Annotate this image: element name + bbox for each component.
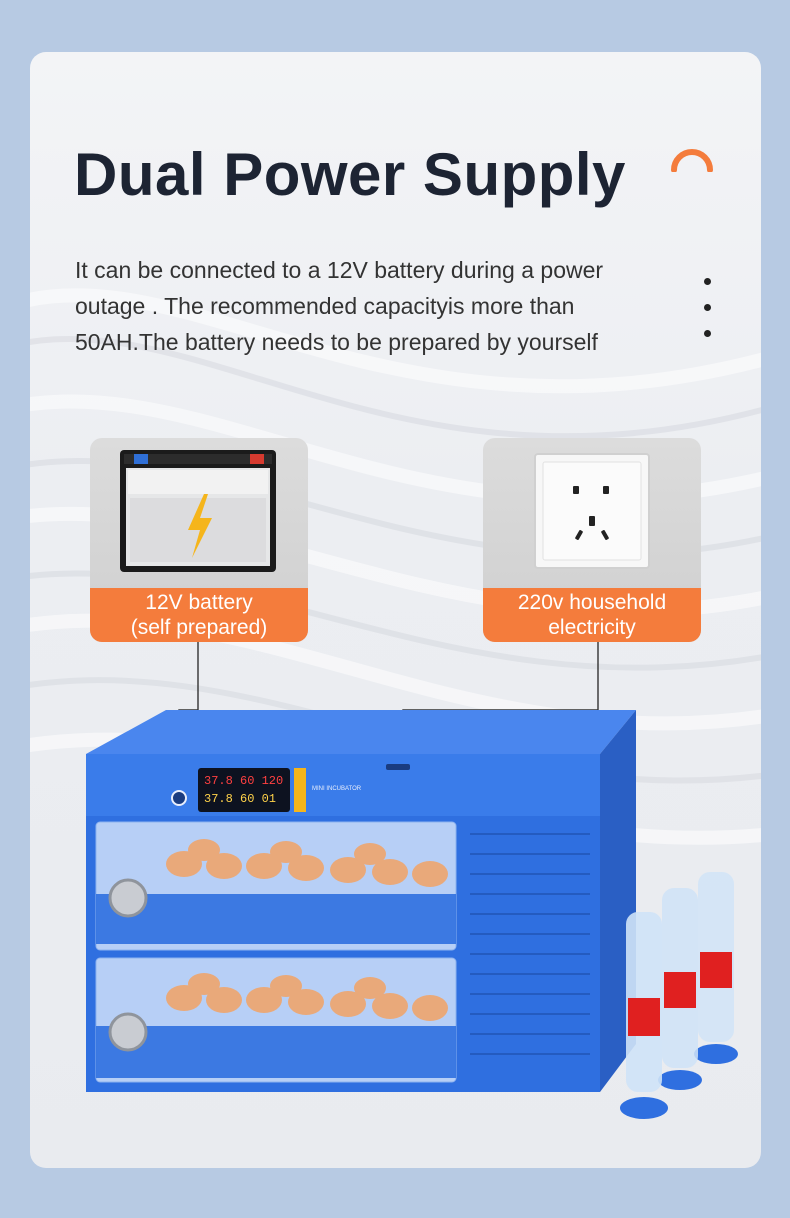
- promo-card: Dual Power Supply It can be connected to…: [30, 52, 761, 1168]
- battery-option-label-line: 12V battery: [145, 591, 253, 614]
- power-socket-icon: [534, 453, 650, 569]
- car-battery-icon: [120, 450, 276, 572]
- socket-option-label-line: electricity: [548, 616, 636, 639]
- battery-option-card: 12V battery (self prepared): [90, 438, 308, 642]
- incubator-display-top: 37.8 60 120: [204, 774, 283, 788]
- egg-incubator-illustration: 37.8 60 120 37.8 60 01 MINI INCUBATOR: [86, 710, 636, 1092]
- battery-option-label: 12V battery (self prepared): [90, 588, 308, 642]
- drawer-upper: [95, 821, 457, 951]
- description-line: 50AH.The battery needs to be prepared by…: [75, 329, 598, 355]
- socket-option-label-line: 220v household: [517, 591, 667, 614]
- page-title: Dual Power Supply: [74, 141, 626, 208]
- socket-option-label: 220v household electricity: [483, 588, 701, 642]
- description-line: It can be connected to a 12V battery dur…: [75, 257, 604, 283]
- drawer-lower: [95, 957, 457, 1083]
- incubator-badge: MINI INCUBATOR: [312, 786, 362, 792]
- description-line: outage . The recommended capacityis more…: [75, 293, 575, 319]
- incubator-display-bottom: 37.8 60 01: [204, 792, 276, 806]
- battery-option-label-line: (self prepared): [130, 616, 268, 639]
- arc-decoration-icon: [671, 149, 713, 172]
- dot-icon: [704, 330, 711, 337]
- description: It can be connected to a 12V battery dur…: [75, 252, 685, 360]
- dot-icon: [704, 278, 711, 285]
- dots-decoration: [704, 278, 711, 356]
- socket-option-card: 220v household electricity: [483, 438, 701, 642]
- water-bottles-illustration: [620, 872, 738, 1119]
- dot-icon: [704, 304, 711, 311]
